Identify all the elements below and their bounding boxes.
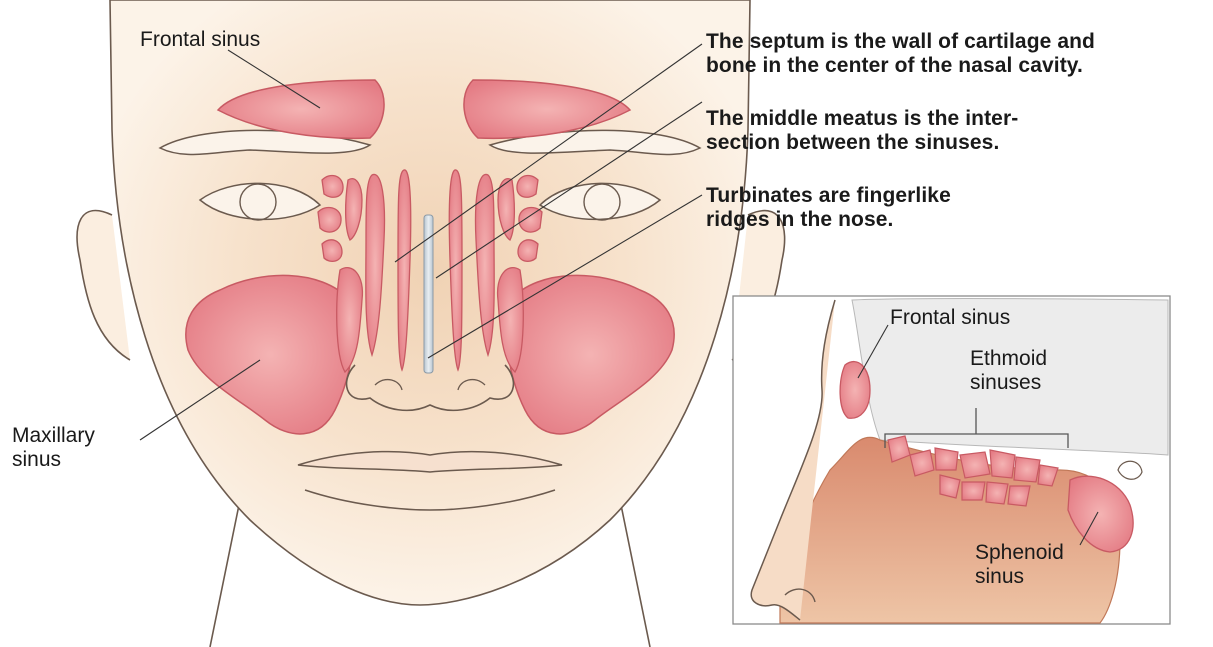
ethmoid-sinuses-label: Ethmoid sinuses xyxy=(970,347,1047,394)
side-view-inset xyxy=(733,296,1170,624)
frontal-sinus-label-side: Frontal sinus xyxy=(890,306,1010,330)
frontal-sinus-label-front: Frontal sinus xyxy=(140,28,260,52)
sphenoid-sinus-label: Sphenoid sinus xyxy=(975,541,1064,588)
middle-meatus-callout: The middle meatus is the inter- section … xyxy=(706,107,1018,154)
turbinates-callout: Turbinates are fingerlike ridges in the … xyxy=(706,184,951,231)
side-frontal-sinus xyxy=(840,362,870,419)
septum-callout: The septum is the wall of cartilage and … xyxy=(706,30,1095,77)
face-front-view xyxy=(77,0,785,647)
maxillary-sinus-label: Maxillary sinus xyxy=(12,424,95,471)
